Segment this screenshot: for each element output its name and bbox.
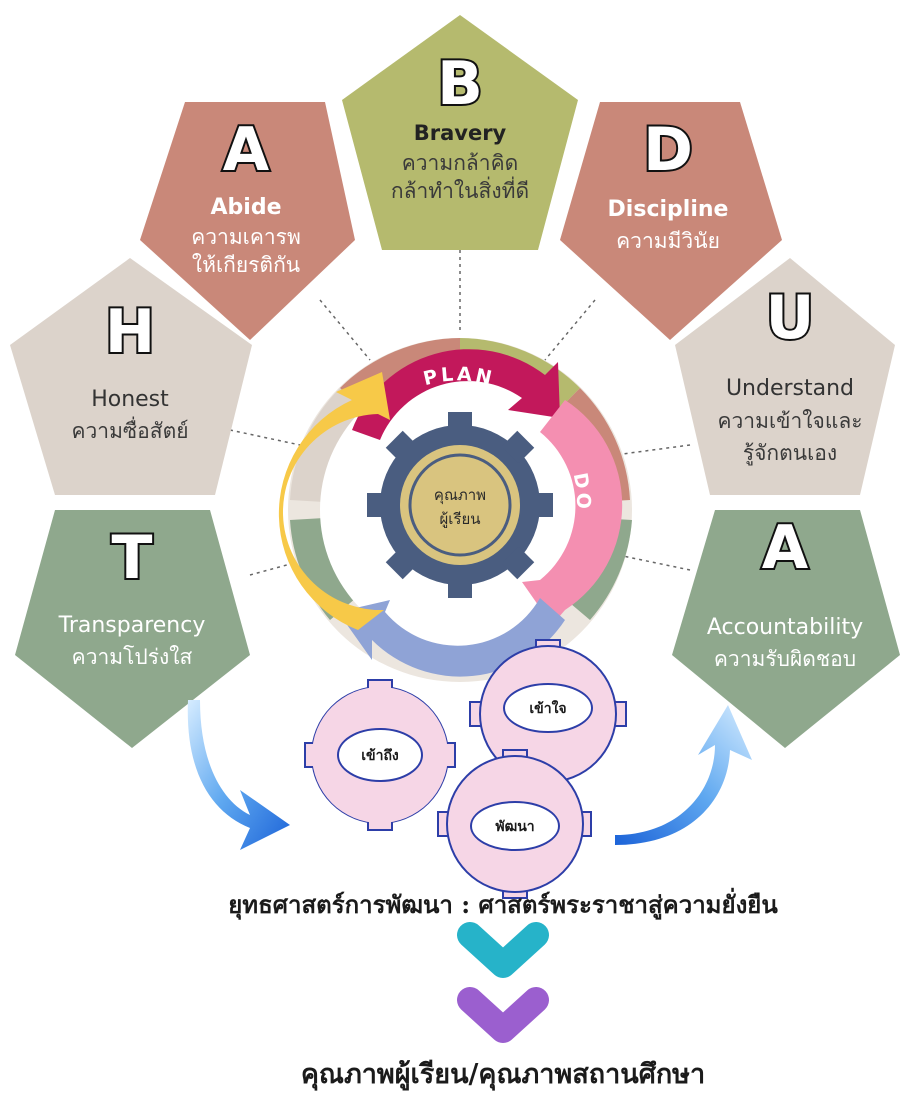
letter-h: H bbox=[105, 297, 155, 367]
honest-line-1: ความซื่อสัตย์ bbox=[71, 416, 188, 443]
abide-line-1: ความเคารพ bbox=[191, 225, 301, 249]
gear-right: เข้าใจ bbox=[469, 639, 627, 789]
right-blue-arrow-icon bbox=[615, 705, 752, 845]
do-arrow bbox=[522, 400, 623, 625]
letter-b: B bbox=[437, 49, 483, 119]
letter-d: D bbox=[643, 115, 693, 185]
bravery-line-1: ความกล้าคิด bbox=[402, 151, 519, 175]
accountability-line-1: ความรับผิดชอบ bbox=[714, 647, 856, 671]
gear-left-label: เข้าถึง bbox=[361, 747, 399, 764]
check-arrow bbox=[338, 598, 565, 677]
gear-right-label: เข้าใจ bbox=[529, 699, 566, 717]
letter-u: U bbox=[766, 283, 815, 353]
pentagon-discipline: D Discipline ความมีวินัย bbox=[560, 102, 782, 340]
word-abide: Abide bbox=[211, 195, 282, 220]
pentagon-understand: U Understand ความเข้าใจและ รู้จักตนเอง bbox=[675, 258, 895, 495]
quality-text: คุณภาพผู้เรียน/คุณภาพสถานศึกษา bbox=[301, 1059, 705, 1091]
discipline-line-1: ความมีวินัย bbox=[616, 229, 720, 253]
understand-line-1: ความเข้าใจและ bbox=[717, 409, 862, 433]
pdca-cycle: PLAN DO CHECK ACTION คุณภาพ ผู้เรียน bbox=[278, 338, 632, 682]
word-understand: Understand bbox=[726, 376, 854, 401]
pentagon-honest: H Honest ความซื่อสัตย์ bbox=[10, 258, 252, 495]
do-label: DO bbox=[569, 471, 594, 512]
word-bravery: Bravery bbox=[414, 121, 507, 145]
gear-bottom: พัฒนา bbox=[437, 749, 592, 899]
bravery-line-2: กล้าทำในสิ่งที่ดี bbox=[391, 176, 529, 203]
letter-t: T bbox=[112, 523, 153, 593]
pentagon-transparency: T Transparency ความโปร่งใส bbox=[15, 510, 250, 748]
gear-bottom-label: พัฒนา bbox=[495, 819, 534, 835]
understand-line-2: รู้จักตนเอง bbox=[743, 441, 837, 466]
plan-arrow bbox=[352, 349, 560, 440]
abide-line-2: ให้เกียรติกัน bbox=[192, 253, 300, 277]
word-accountability: Accountability bbox=[707, 615, 863, 640]
center-gear-icon bbox=[367, 412, 553, 598]
letter-a-abide: A bbox=[223, 115, 270, 185]
action-arrow bbox=[278, 372, 390, 630]
chevron-down-icon bbox=[457, 922, 549, 1043]
word-honest: Honest bbox=[91, 387, 169, 412]
letter-a-accountability: A bbox=[762, 513, 809, 583]
pentagon-bravery: B Bravery ความกล้าคิด กล้าทำในสิ่งที่ดี bbox=[342, 15, 578, 250]
strategy-text: ยุทธศาสตร์การพัฒนา : ศาสตร์พระราชาสู่ควา… bbox=[228, 887, 778, 921]
pentagon-accountability: A Accountability ความรับผิดชอบ bbox=[672, 510, 900, 748]
word-discipline: Discipline bbox=[608, 197, 729, 222]
center-line-2: ผู้เรียน bbox=[439, 510, 480, 528]
center-line-1: คุณภาพ bbox=[434, 486, 486, 505]
left-blue-arrow-icon bbox=[187, 700, 290, 850]
word-transparency: Transparency bbox=[58, 613, 206, 638]
gear-left: เข้าถึง bbox=[304, 679, 456, 831]
connector-lines bbox=[229, 250, 691, 576]
transparency-line-1: ความโปร่งใส bbox=[72, 645, 193, 669]
pentagon-abide: A Abide ความเคารพ ให้เกียรติกัน bbox=[140, 102, 355, 340]
